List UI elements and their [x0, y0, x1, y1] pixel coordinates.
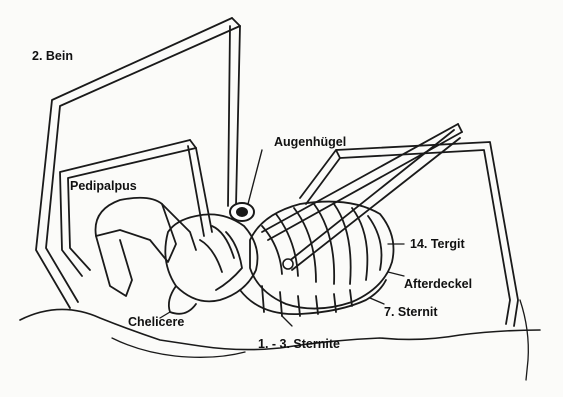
label-leg-2: 2. Bein — [32, 50, 73, 63]
label-chelicera: Chelicere — [128, 316, 184, 329]
label-sternite-7: 7. Sternit — [384, 306, 438, 319]
leg-1 — [60, 140, 212, 276]
label-sternites-1-3: 1. - 3. Sternite — [258, 338, 340, 351]
pedipalp-shape — [96, 198, 197, 296]
label-anal-operculum: Afterdeckel — [404, 278, 472, 291]
label-tergite-14: 14. Tergit — [410, 238, 465, 251]
leader-sternite7 — [370, 298, 384, 304]
label-pedipalp: Pedipalpus — [70, 180, 137, 193]
ground-shadow — [112, 338, 245, 357]
leader-operculum — [388, 272, 404, 276]
label-eye-tubercle: Augenhügel — [274, 136, 346, 149]
legs-right — [262, 124, 518, 326]
leader-sternites — [282, 316, 292, 326]
eye-tubercle-shape — [230, 150, 262, 221]
